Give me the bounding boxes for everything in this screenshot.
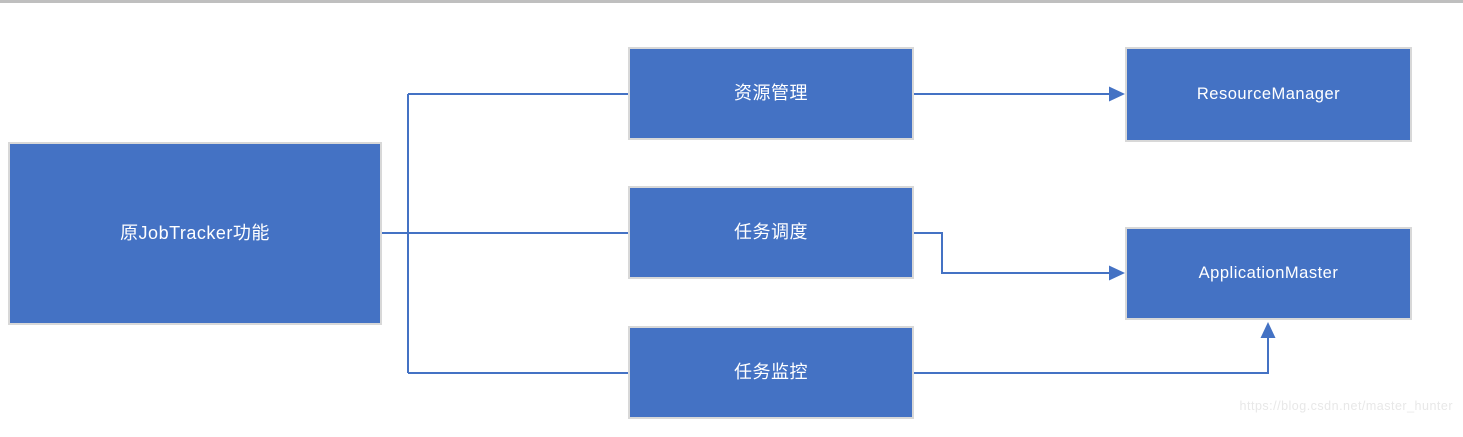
node-jobtracker: 原JobTracker功能 — [8, 142, 382, 325]
edge-task-scheduling-application-master — [914, 232, 1111, 274]
top-divider-rule — [0, 0, 1463, 3]
node-resource-manager: ResourceManager — [1125, 47, 1412, 142]
watermark-url: https://blog.csdn.net/master_hunter — [1239, 399, 1453, 413]
node-application-master-label: ApplicationMaster — [1198, 263, 1339, 282]
node-task-scheduling: 任务调度 — [628, 186, 914, 279]
arrowhead-application-master-left — [1109, 265, 1125, 281]
arrowhead-resource-manager — [1109, 86, 1125, 102]
node-resource-management: 资源管理 — [628, 47, 914, 140]
node-task-monitoring: 任务监控 — [628, 326, 914, 419]
node-task-monitoring-label: 任务监控 — [734, 361, 808, 382]
node-jobtracker-label: 原JobTracker功能 — [120, 222, 270, 243]
node-task-scheduling-label: 任务调度 — [734, 221, 808, 242]
node-resource-manager-label: ResourceManager — [1196, 84, 1341, 103]
edge-task-monitoring-application-master — [914, 336, 1269, 374]
node-application-master: ApplicationMaster — [1125, 227, 1412, 320]
arrowhead-application-master-bottom — [1260, 322, 1276, 338]
node-resource-management-label: 资源管理 — [734, 82, 808, 103]
